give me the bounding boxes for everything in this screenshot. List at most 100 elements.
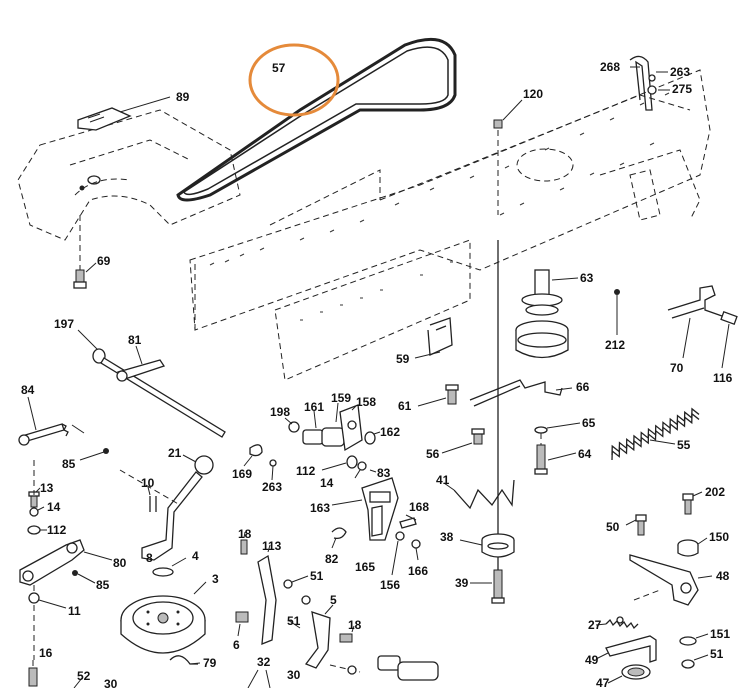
callout-70: 70 xyxy=(670,361,684,375)
callout-85-bottom: 85 xyxy=(96,578,110,592)
part-18b-bolt xyxy=(339,625,355,643)
callout-161: 161 xyxy=(304,400,324,414)
part-202-bolt xyxy=(682,491,703,515)
callout-82: 82 xyxy=(325,552,339,566)
part-61-bolt xyxy=(417,384,459,407)
callout-51c: 51 xyxy=(287,614,301,628)
callout-116: 116 xyxy=(713,371,733,385)
callout-83: 83 xyxy=(377,466,391,480)
part-65-washer xyxy=(534,422,581,475)
callout-39: 39 xyxy=(455,576,469,590)
callout-166: 166 xyxy=(408,564,428,578)
callout-113: 113 xyxy=(262,539,282,553)
callout-80: 80 xyxy=(113,556,127,570)
callout-63: 63 xyxy=(580,271,594,285)
callout-66: 66 xyxy=(576,380,590,394)
callout-55: 55 xyxy=(677,438,691,452)
part-18-bolt xyxy=(240,531,248,555)
idler-bracket-cluster xyxy=(284,402,381,452)
callout-120: 120 xyxy=(523,87,543,101)
part-38-pulley xyxy=(459,533,515,558)
callout-57: 57 xyxy=(272,61,286,75)
callout-268: 268 xyxy=(600,60,620,74)
part-63-pulley xyxy=(515,269,579,359)
callout-64: 64 xyxy=(578,447,592,461)
left-dashed-lead xyxy=(33,460,181,660)
callout-198: 198 xyxy=(270,405,290,419)
part-51-bolts xyxy=(283,575,311,629)
callout-158: 158 xyxy=(356,395,376,409)
part-16-bolt xyxy=(28,660,38,687)
callout-47: 47 xyxy=(596,676,610,688)
part-80-arm xyxy=(19,539,113,586)
part-85-bottom xyxy=(72,570,96,584)
part-81-shaft xyxy=(77,329,226,438)
callout-79: 79 xyxy=(203,656,217,670)
callout-38: 38 xyxy=(440,530,454,544)
part-82-clip xyxy=(331,527,347,549)
part-11-washer xyxy=(28,592,67,609)
callout-49: 49 xyxy=(585,653,599,667)
bottom-parts xyxy=(73,655,439,688)
callout-32: 32 xyxy=(257,655,271,669)
callout-30a: 30 xyxy=(104,677,118,688)
part-14-washer xyxy=(29,506,45,517)
callout-197: 197 xyxy=(54,317,74,331)
part-21-knob xyxy=(141,454,214,561)
callout-56: 56 xyxy=(426,447,440,461)
callout-150: 150 xyxy=(709,530,729,544)
part-5-bracket xyxy=(304,604,334,669)
highlight-circle xyxy=(248,43,340,117)
fender-outline xyxy=(17,109,241,241)
part-212-pin xyxy=(614,289,620,335)
callout-169: 169 xyxy=(232,467,252,481)
callout-263b: 263 xyxy=(262,480,282,494)
callout-16: 16 xyxy=(39,646,53,660)
callout-162: 162 xyxy=(380,425,400,439)
callout-8: 8 xyxy=(146,551,153,565)
callout-112a: 112 xyxy=(296,464,316,478)
part-84-link xyxy=(18,396,85,446)
part-50-bolt xyxy=(625,514,647,536)
callout-84: 84 xyxy=(21,383,35,397)
part-27-spring xyxy=(595,616,639,630)
callout-3: 3 xyxy=(212,572,219,586)
callout-labels: 57 89 69 268 263 275 120 63 212 70 116 1… xyxy=(21,60,733,688)
callout-14a: 14 xyxy=(320,476,334,490)
part-69-bolt xyxy=(73,215,97,289)
part-47-pad xyxy=(607,664,651,684)
callout-27: 27 xyxy=(588,618,602,632)
callout-51a: 51 xyxy=(310,569,324,583)
callout-18a: 18 xyxy=(238,527,252,541)
part-112-bushing xyxy=(27,525,47,535)
part-169-clip xyxy=(243,444,277,481)
part-49-bracket xyxy=(595,635,657,663)
callout-50: 50 xyxy=(606,520,620,534)
callout-89: 89 xyxy=(176,90,190,104)
part-56-bolt xyxy=(441,428,485,454)
frame-holes xyxy=(209,92,670,321)
part-41-wire xyxy=(443,479,515,510)
callout-159: 159 xyxy=(331,391,351,405)
callout-212: 212 xyxy=(605,338,625,352)
callout-52: 52 xyxy=(77,669,91,683)
callout-275: 275 xyxy=(672,82,692,96)
callout-168: 168 xyxy=(409,500,429,514)
callout-151: 151 xyxy=(710,627,730,641)
callout-30b: 30 xyxy=(287,668,301,682)
callout-6: 6 xyxy=(233,638,240,652)
part-163-bracket xyxy=(331,477,399,541)
part-89-bracket xyxy=(77,96,171,131)
callout-263: 263 xyxy=(670,65,690,79)
callout-13: 13 xyxy=(40,481,54,495)
callout-156: 156 xyxy=(380,578,400,592)
part-166-nut xyxy=(411,539,421,561)
part-6-bolt xyxy=(235,611,249,637)
callout-59: 59 xyxy=(396,352,410,366)
part-3-pulley xyxy=(120,581,207,654)
part-39-bolt xyxy=(470,569,505,604)
part-70-wire xyxy=(667,285,738,369)
callout-14b: 14 xyxy=(47,500,61,514)
callout-85-top: 85 xyxy=(62,457,76,471)
callout-81: 81 xyxy=(128,333,142,347)
